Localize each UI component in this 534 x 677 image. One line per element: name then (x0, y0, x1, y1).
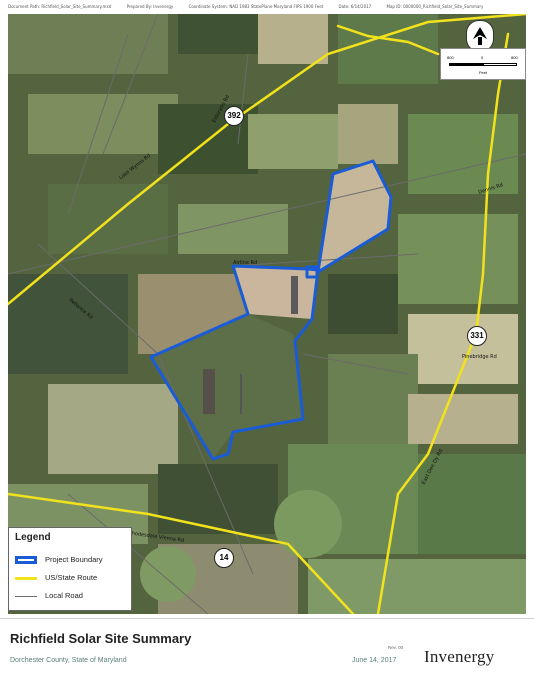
field-patch (328, 354, 418, 444)
array-block (240, 374, 242, 414)
project-boundary[interactable] (149, 159, 393, 461)
project-parcel-fill (151, 314, 303, 459)
field-patch (308, 559, 526, 614)
forest-patch (158, 464, 278, 534)
field-patch (418, 454, 526, 554)
route-shield-14: 14 (214, 548, 234, 568)
field-patch (338, 104, 398, 164)
metadata-item: Date: 6/14/2017 (338, 4, 372, 9)
field-patch (48, 184, 168, 254)
scale-bar-graphic (449, 63, 517, 66)
field-patch (398, 214, 518, 304)
legend-label: US/State Route (45, 573, 98, 582)
field-patch (338, 14, 438, 84)
scale-tick: 0 (481, 55, 484, 60)
project-parcel-fill (318, 161, 391, 272)
field-patch (8, 14, 168, 74)
map-date: June 14, 2017 (352, 657, 397, 664)
legend-title: Legend (15, 532, 51, 543)
road-label: Airline Rd (233, 260, 258, 266)
field-patch (408, 394, 518, 444)
scale-tick: 800 (447, 55, 454, 60)
center-pivot-field (274, 490, 342, 558)
local-road-swatch-icon (15, 596, 37, 597)
forest-patch (328, 274, 398, 334)
metadata-item: Prepared By: Invenergy (126, 4, 174, 9)
route-swatch-icon (15, 577, 37, 580)
map-legend: Legend Project Boundary US/State Route L… (8, 527, 132, 611)
scale-bar: 800 0 800 Feet (440, 48, 526, 80)
map-title: Richfield Solar Site Summary (10, 631, 192, 646)
invenergy-logo: Invenergy (424, 647, 495, 666)
road-label: Pinebridge Rd (462, 354, 497, 360)
route-shield-331: 331 (467, 326, 487, 346)
field-patch (248, 114, 338, 169)
north-arrow-icon (466, 20, 494, 52)
field-patch (48, 384, 178, 474)
field-patch (408, 114, 518, 194)
title-block: Richfield Solar Site Summary Dorchester … (0, 618, 534, 677)
forest-patch (8, 274, 128, 374)
center-pivot-field (140, 546, 196, 602)
revision-label: Rev. 00 (388, 645, 404, 650)
scale-unit: Feet (478, 70, 487, 75)
scale-tick: 800 (511, 55, 518, 60)
field-patch (408, 314, 518, 384)
metadata-item: Coordinate System: NAD 1983 StatePlane M… (188, 4, 324, 9)
array-block (291, 276, 298, 314)
field-patch (28, 94, 178, 154)
route-shield-392: 392 (224, 106, 244, 126)
metadata-item: Map ID: 0000000_Richfield_Solar_Site_Sum… (386, 4, 484, 9)
legend-item-us-state-route: US/State Route (15, 572, 129, 584)
legend-label: Project Boundary (45, 555, 103, 564)
legend-item-project-boundary: Project Boundary (15, 554, 129, 566)
metadata-item: Document Path: Richfield_Solar_Site_Summ… (8, 4, 112, 9)
boundary-swatch-icon (15, 556, 37, 564)
array-block (203, 369, 215, 414)
north-arrow-glyph (473, 27, 487, 45)
document-metadata-strip: Document Path: Richfield_Solar_Site_Summ… (8, 4, 526, 14)
legend-item-local-road: Local Road (15, 590, 129, 602)
field-patch (178, 204, 288, 254)
field-patch (258, 14, 328, 64)
map-subtitle: Dorchester County, State of Maryland (10, 657, 127, 664)
aerial-map[interactable]: Lake Wynns Rd Airline Rd Eldorado Rd Pin… (8, 14, 526, 614)
aerial-map-canvas (8, 14, 526, 614)
legend-label: Local Road (45, 591, 83, 600)
us-state-routes (8, 14, 526, 614)
